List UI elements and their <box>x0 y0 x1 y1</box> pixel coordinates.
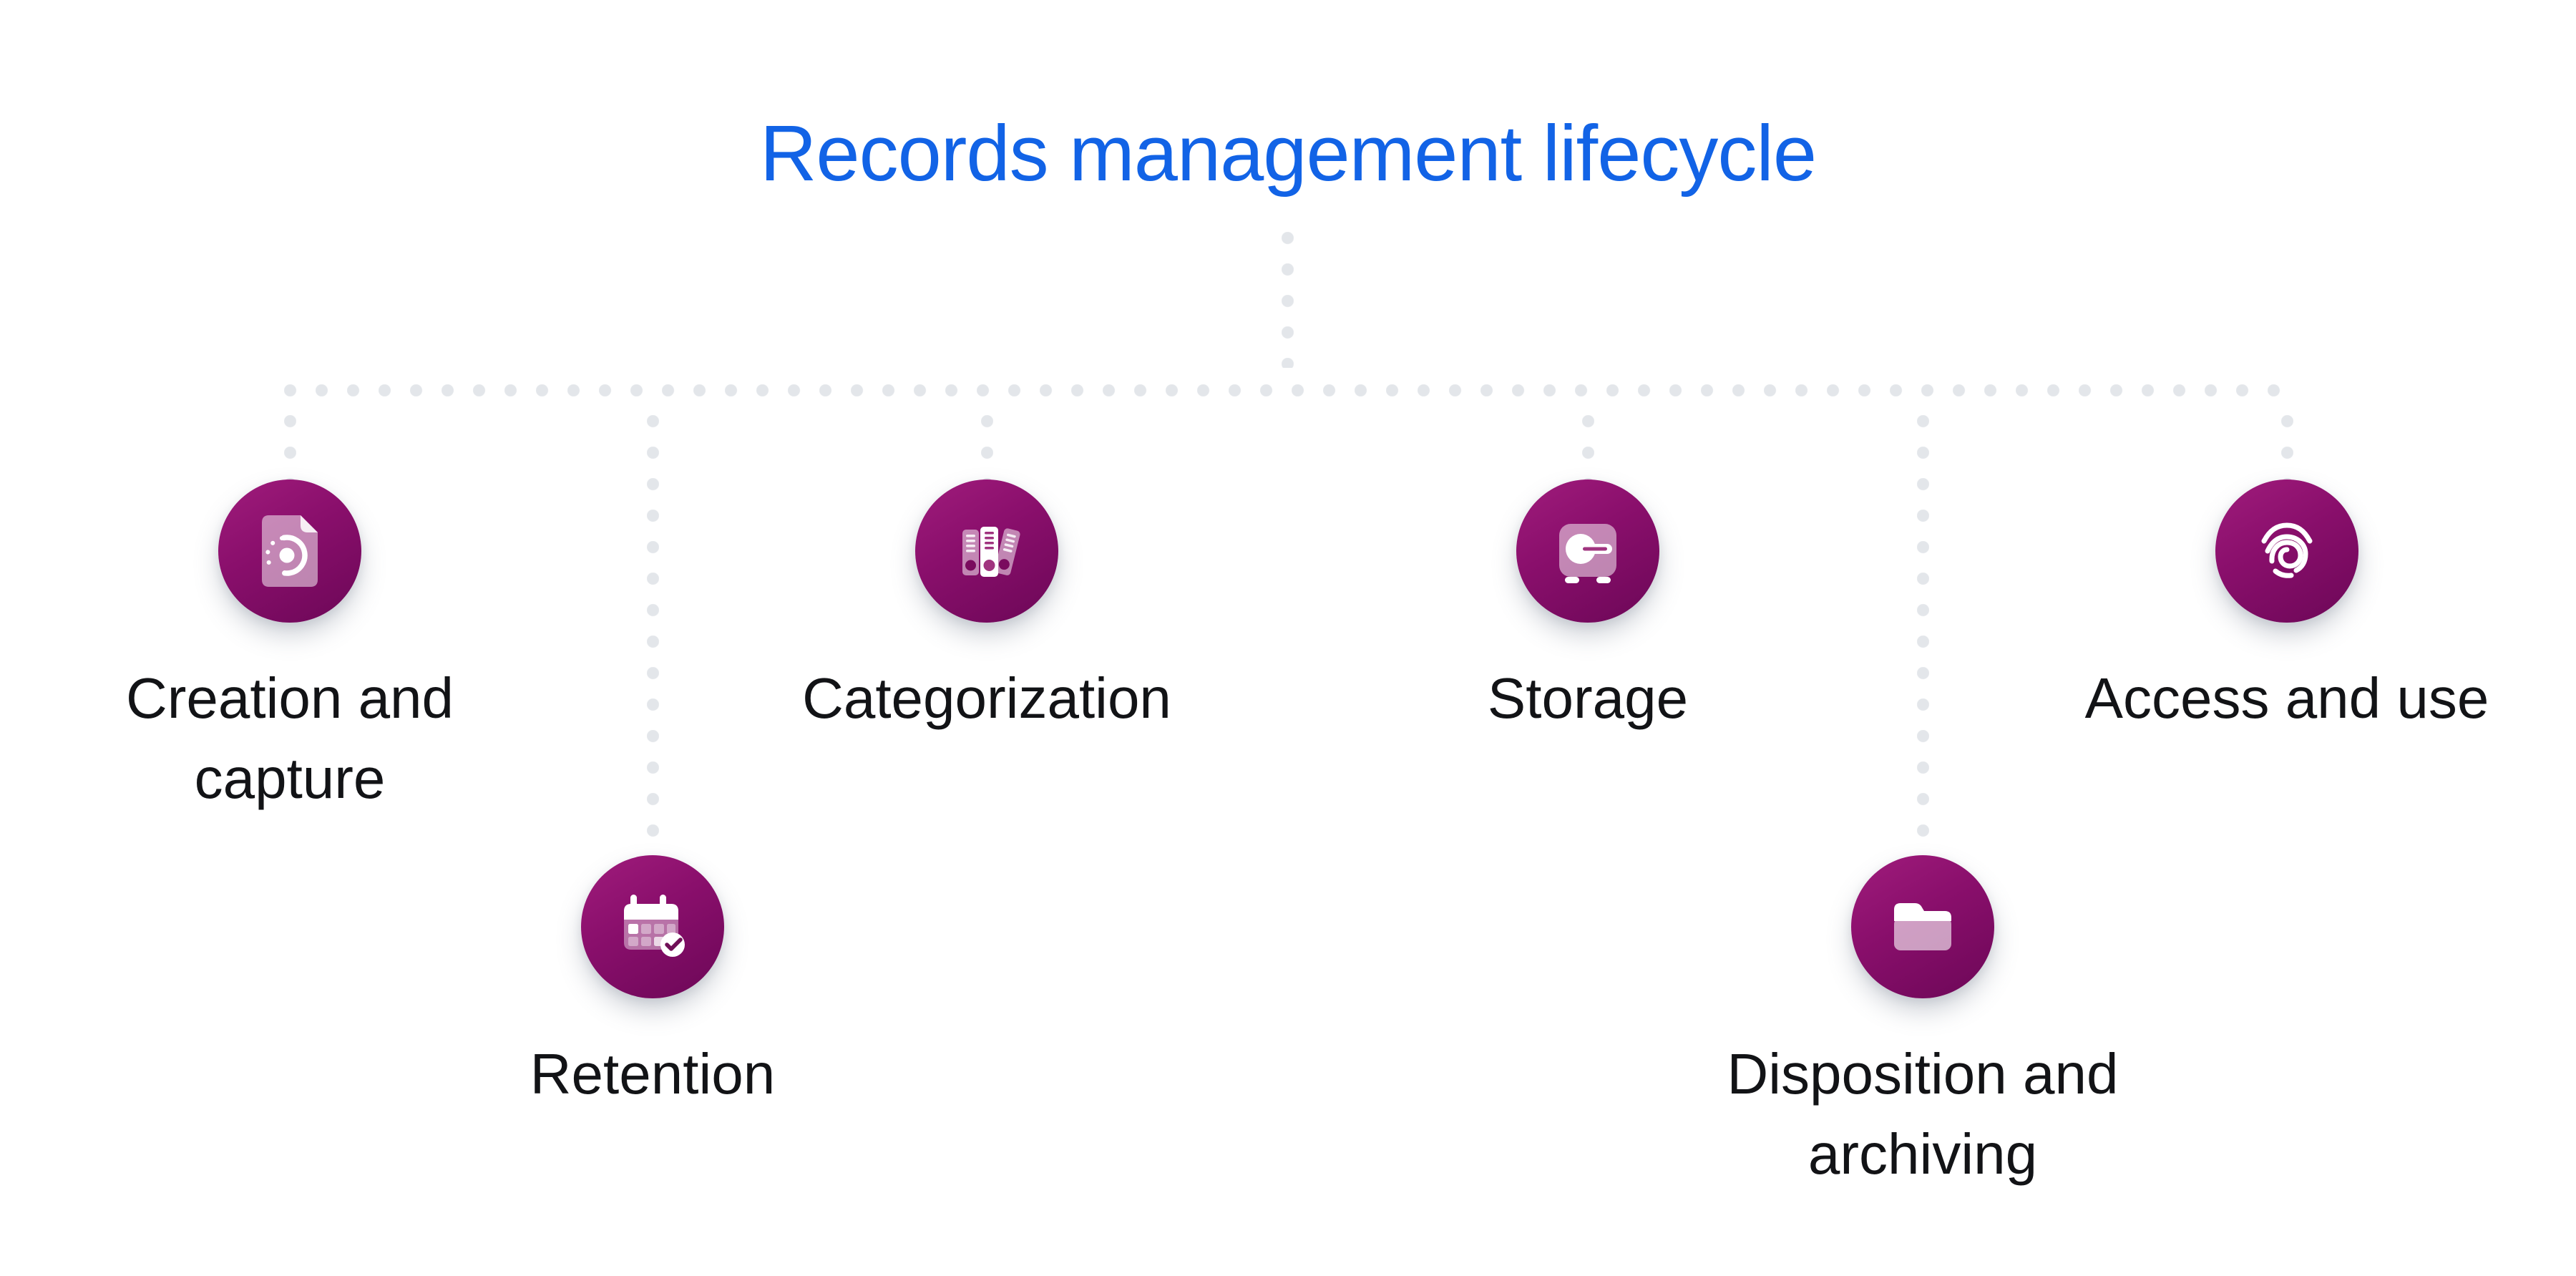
fingerprint-icon <box>2215 479 2358 623</box>
node-label: Retention <box>530 1042 776 1106</box>
binders-icon <box>915 479 1058 623</box>
node-label: Categorization <box>802 666 1171 730</box>
node-label: Creation and capture <box>125 666 454 810</box>
connector-stem <box>647 415 659 857</box>
node-label: Access and use <box>2084 666 2489 730</box>
calendar-check-icon <box>581 855 724 998</box>
node-retention: Retention <box>402 855 903 1114</box>
node-creation-and-capture: Creation and capture <box>39 479 540 819</box>
connector-stem <box>1917 415 1929 857</box>
folder-icon <box>1851 855 1994 998</box>
connector-stem <box>1582 415 1594 487</box>
safe-icon <box>1516 479 1659 623</box>
connector-stem <box>2281 415 2293 487</box>
connector-stem <box>284 415 296 487</box>
node-storage: Storage <box>1337 479 1838 739</box>
node-disposition-and-archiving: Disposition and archiving <box>1672 855 2173 1194</box>
document-scan-icon <box>218 479 361 623</box>
node-label: Disposition and archiving <box>1727 1042 2119 1186</box>
connector-horizontal-line <box>284 384 2295 396</box>
connector-title-stem <box>1282 232 1294 368</box>
node-access-and-use: Access and use <box>2036 479 2537 739</box>
node-label: Storage <box>1487 666 1689 730</box>
connector-stem <box>981 415 993 487</box>
node-categorization: Categorization <box>736 479 1237 739</box>
page-title: Records management lifecycle <box>759 109 1817 198</box>
